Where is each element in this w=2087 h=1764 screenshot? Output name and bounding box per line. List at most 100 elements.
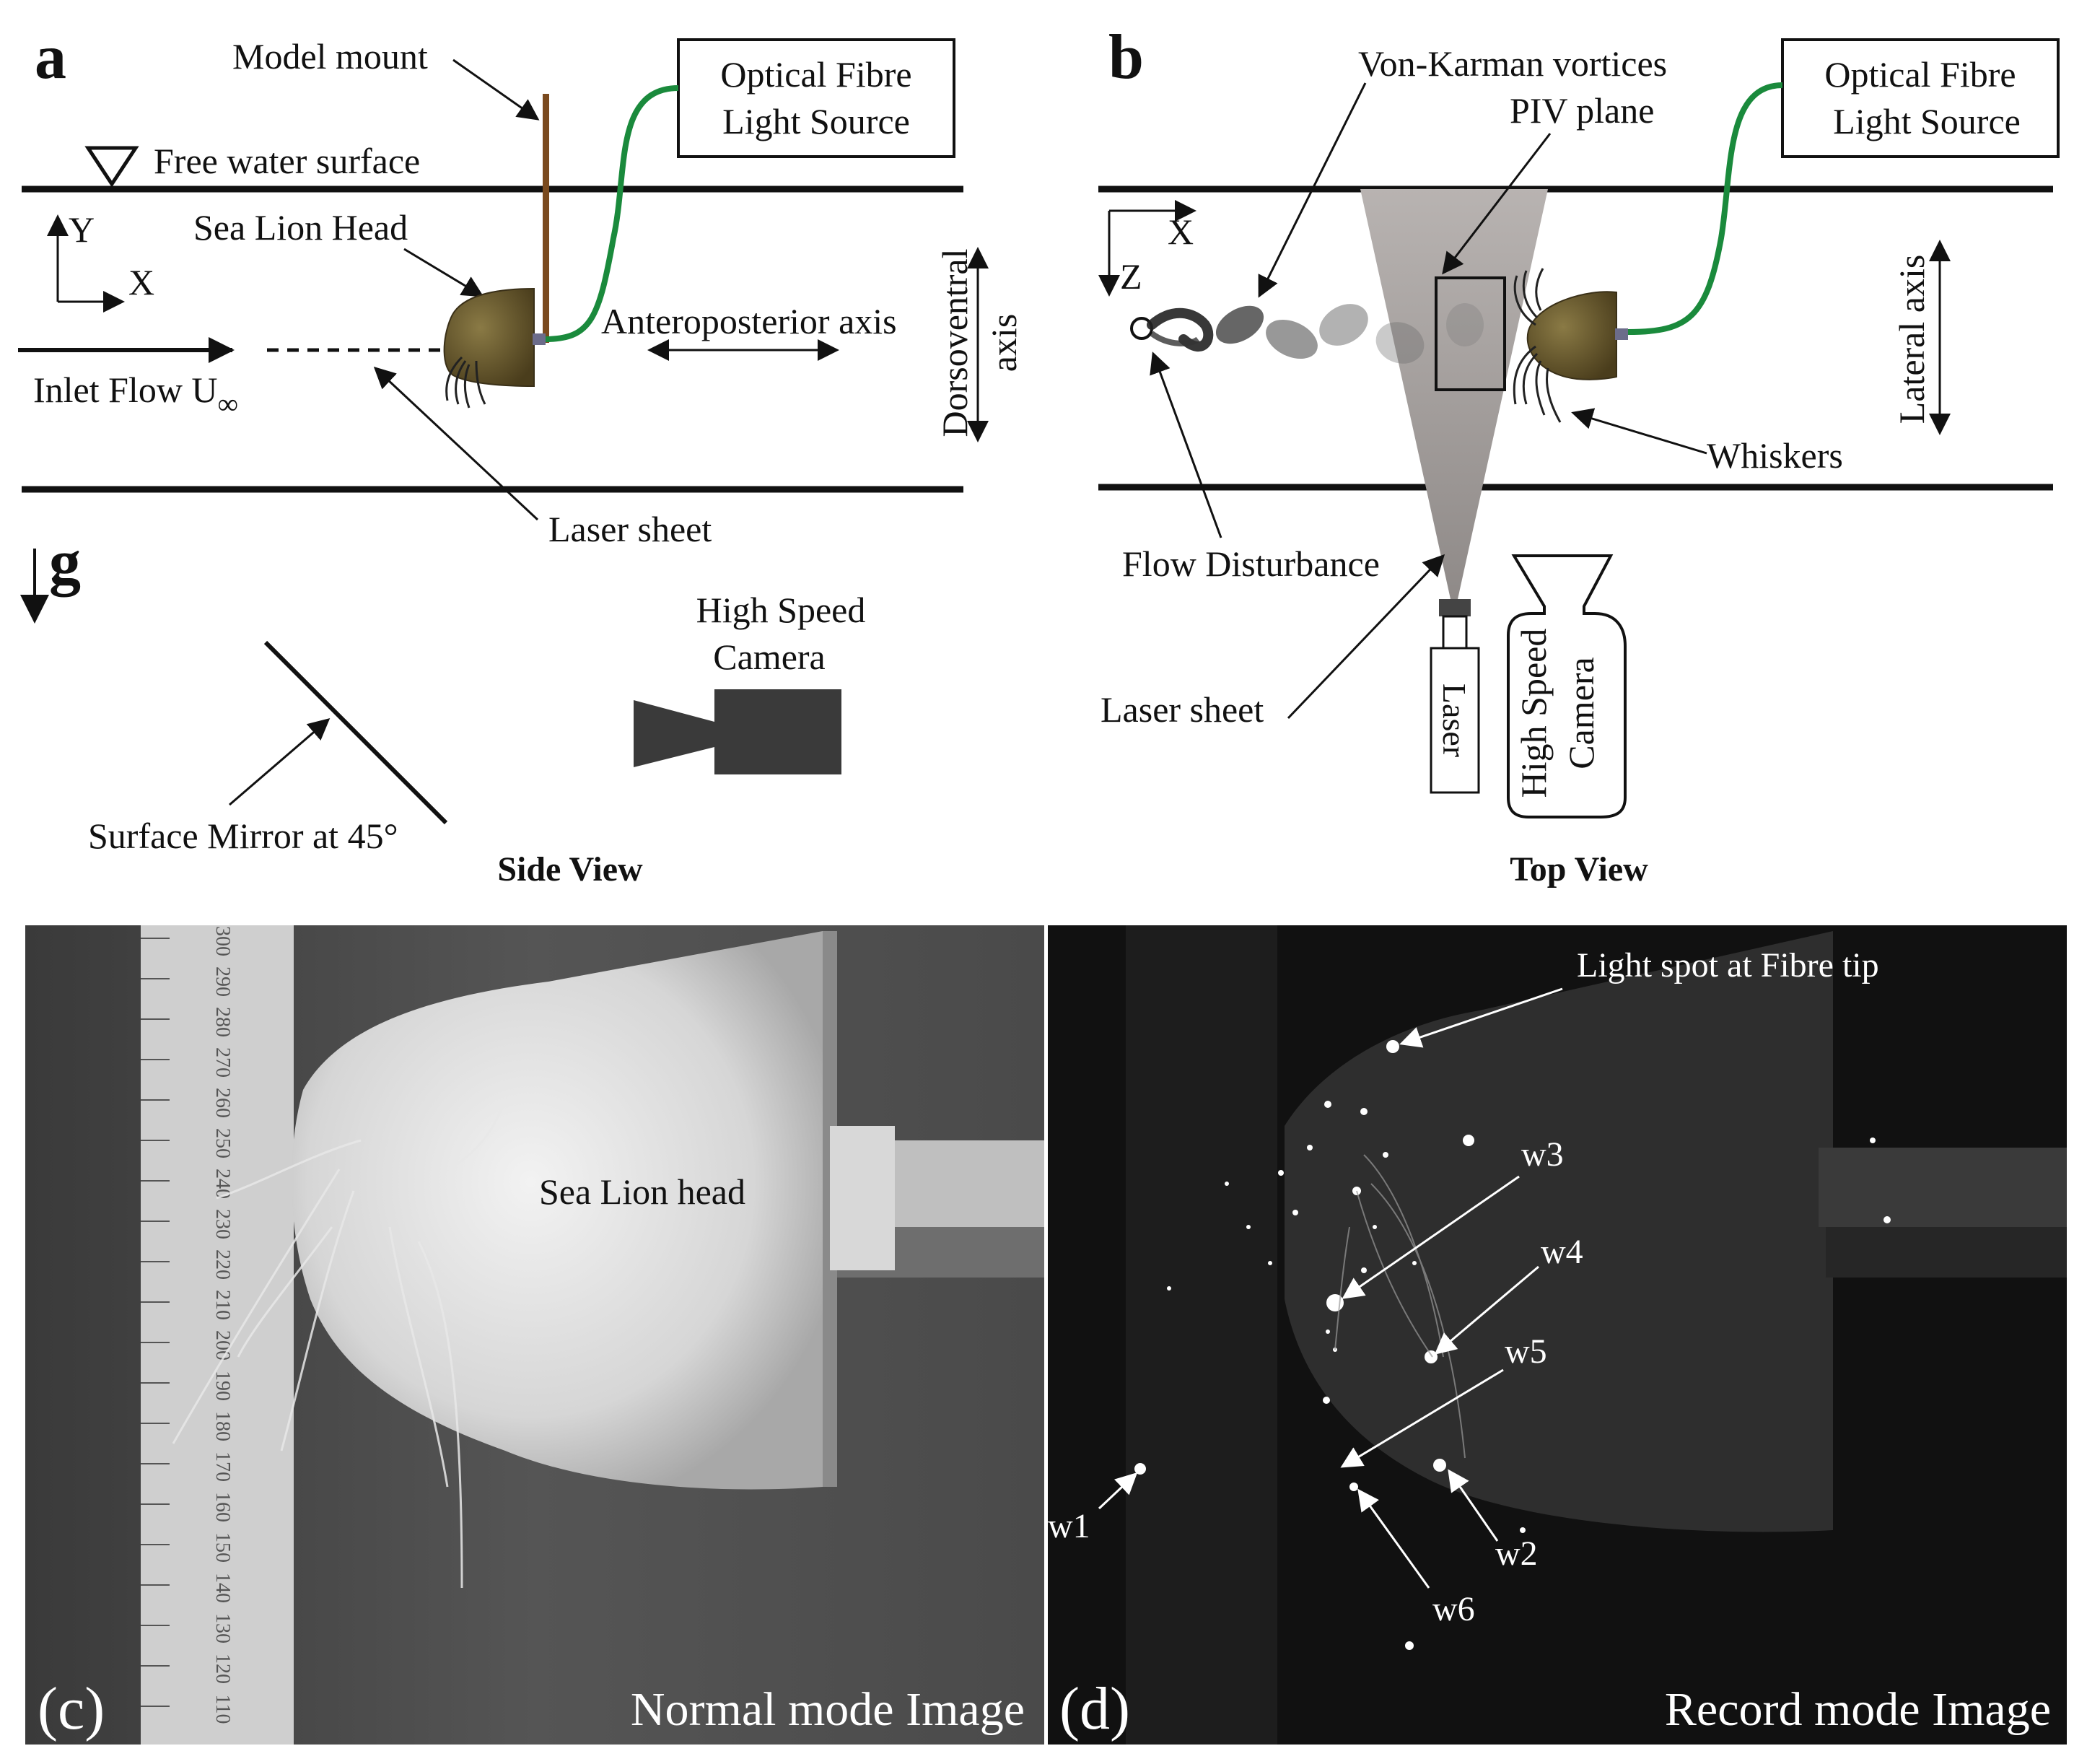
dorsoventral-label-2: axis bbox=[984, 314, 1024, 372]
optical-fibre-b bbox=[1627, 82, 1783, 335]
sea-lion-head-leader bbox=[403, 248, 484, 297]
model-mount-label: Model mount bbox=[232, 36, 428, 77]
camera-b-line1: High Speed bbox=[1513, 629, 1554, 798]
fibre-connector-a bbox=[533, 333, 546, 345]
gravity-label: g bbox=[49, 528, 81, 598]
ruler-tick-label: 120 bbox=[211, 1654, 234, 1684]
panel-d-letter: (d) bbox=[1059, 1675, 1130, 1742]
fibre-connector-b bbox=[1615, 328, 1628, 340]
ruler-tick-label: 130 bbox=[211, 1613, 234, 1643]
laser-sheet-leader-a bbox=[373, 366, 539, 521]
light-source-box-b bbox=[1781, 38, 2060, 158]
sea-lion-head-b bbox=[1526, 291, 1617, 380]
ruler-tick-label: 230 bbox=[211, 1209, 234, 1239]
inlet-flow-label: Inlet Flow U∞ bbox=[33, 370, 238, 420]
axis-z-label: Z bbox=[1120, 256, 1142, 297]
light-spot-label: Light spot at Fibre tip bbox=[1577, 946, 1879, 984]
lateral-axis-label: Lateral axis bbox=[1891, 255, 1932, 424]
whiskers-label: Whiskers bbox=[1707, 435, 1843, 476]
axis-x-label: X bbox=[128, 262, 154, 302]
laser-body bbox=[1430, 647, 1480, 794]
model-mount-leader bbox=[452, 58, 540, 121]
free-surface-label: Free water surface bbox=[154, 141, 420, 181]
laser-sheet-leader-b bbox=[1287, 554, 1445, 720]
flow-disturbance-label: Flow Disturbance bbox=[1122, 543, 1380, 584]
panel-a: a Free water surface Model mount Optical… bbox=[18, 22, 1024, 888]
w4-label: w4 bbox=[1541, 1233, 1583, 1271]
optical-fibre-a bbox=[544, 85, 679, 342]
ruler-tick-label: 150 bbox=[211, 1532, 234, 1563]
laser-sheet-label-b: Laser sheet bbox=[1101, 689, 1264, 730]
ruler-tick-label: 220 bbox=[211, 1249, 234, 1280]
light-source-b-line1: Optical Fibre bbox=[1824, 54, 2016, 95]
ruler-tick-label: 300 bbox=[211, 926, 234, 956]
whiskers-leader bbox=[1571, 408, 1707, 455]
laser-neck bbox=[1442, 615, 1468, 650]
side-view-caption: Side View bbox=[497, 850, 643, 888]
light-source-a-line1: Optical Fibre bbox=[720, 54, 911, 95]
laser-label: Laser bbox=[1436, 684, 1473, 757]
piv-plane-box bbox=[1435, 276, 1506, 391]
ruler-tick-label: 240 bbox=[211, 1169, 234, 1199]
record-mode-label: Record mode Image bbox=[1665, 1683, 2051, 1736]
ruler-ticks-c: 3002902802702602502402302202102001901801… bbox=[141, 926, 234, 1724]
axis-y-label: Y bbox=[69, 209, 95, 250]
ruler-tick-label: 260 bbox=[211, 1088, 234, 1118]
whiskers-a bbox=[445, 356, 486, 409]
model-mount-rod bbox=[543, 94, 549, 343]
laser-sheet-label-a: Laser sheet bbox=[548, 509, 712, 549]
camera-a-line2: Camera bbox=[713, 637, 825, 677]
camera-icon-a bbox=[634, 689, 841, 774]
panel-b: b Opt bbox=[1098, 22, 2060, 888]
flow-disturbance-leader bbox=[1150, 352, 1222, 538]
w1-label: w1 bbox=[1048, 1507, 1090, 1545]
ruler-d bbox=[1126, 925, 1277, 1745]
panel-a-letter: a bbox=[35, 22, 66, 92]
w3-leader bbox=[1342, 1175, 1520, 1299]
dorsoventral-label-1: Dorsoventral bbox=[935, 248, 975, 437]
w1-leader bbox=[1098, 1472, 1138, 1510]
sea-lion-head-label: Sea Lion Head bbox=[193, 207, 408, 248]
ruler-tick-label: 170 bbox=[211, 1451, 234, 1482]
axis-x-label-b: X bbox=[1168, 211, 1194, 252]
w3-label: w3 bbox=[1521, 1135, 1564, 1174]
ruler-tick-label: 140 bbox=[211, 1573, 234, 1603]
light-spots-d bbox=[1134, 1040, 1891, 1650]
sea-lion-head-photo-label: Sea Lion head bbox=[539, 1171, 745, 1212]
w5-label: w5 bbox=[1505, 1332, 1547, 1371]
mount-block-c bbox=[830, 1126, 895, 1270]
ruler-tick-label: 160 bbox=[211, 1492, 234, 1522]
sea-lion-head-photo-c bbox=[291, 931, 823, 1490]
whiskers-b bbox=[1513, 268, 1562, 423]
mirror-label: Surface Mirror at 45° bbox=[88, 816, 398, 856]
piv-plane-leader bbox=[1442, 133, 1552, 275]
mount-tube-shadow-d bbox=[1826, 1227, 2067, 1278]
surface-mirror bbox=[263, 640, 448, 825]
light-spot-leader bbox=[1399, 987, 1563, 1048]
ruler-tick-label: 270 bbox=[211, 1047, 234, 1078]
ruler-tick-label: 250 bbox=[211, 1128, 234, 1158]
w6-label: w6 bbox=[1432, 1590, 1475, 1628]
camera-b-line2: Camera bbox=[1561, 657, 1601, 769]
top-view-caption: Top View bbox=[1510, 850, 1648, 888]
panel-c: 3002902802702602502402302202102001901801… bbox=[25, 925, 1044, 1745]
von-karman-vortices bbox=[1130, 303, 1484, 364]
light-source-a-line2: Light Source bbox=[722, 101, 910, 141]
w4-leader bbox=[1434, 1265, 1539, 1355]
ruler-tick-label: 290 bbox=[211, 966, 234, 997]
ruler-tick-label: 180 bbox=[211, 1411, 234, 1441]
w6-leader bbox=[1357, 1488, 1430, 1589]
piv-plane-label: PIV plane bbox=[1510, 90, 1654, 131]
whiskers-photo-c bbox=[172, 1096, 507, 1589]
laser-aperture bbox=[1439, 599, 1471, 616]
ruler-tick-label: 110 bbox=[211, 1695, 234, 1724]
ruler-tick-label: 280 bbox=[211, 1007, 234, 1037]
w2-label: w2 bbox=[1495, 1534, 1538, 1573]
w5-leader bbox=[1340, 1368, 1504, 1468]
normal-mode-label: Normal mode Image bbox=[631, 1683, 1025, 1736]
light-source-b-line2: Light Source bbox=[1833, 101, 2021, 141]
whiskers-photo-d bbox=[1334, 1154, 1466, 1459]
ruler-tick-label: 210 bbox=[211, 1290, 234, 1320]
panel-d: Light spot at Fibre tip w3 w4 w5 w1 w2 w… bbox=[1048, 925, 2067, 1745]
